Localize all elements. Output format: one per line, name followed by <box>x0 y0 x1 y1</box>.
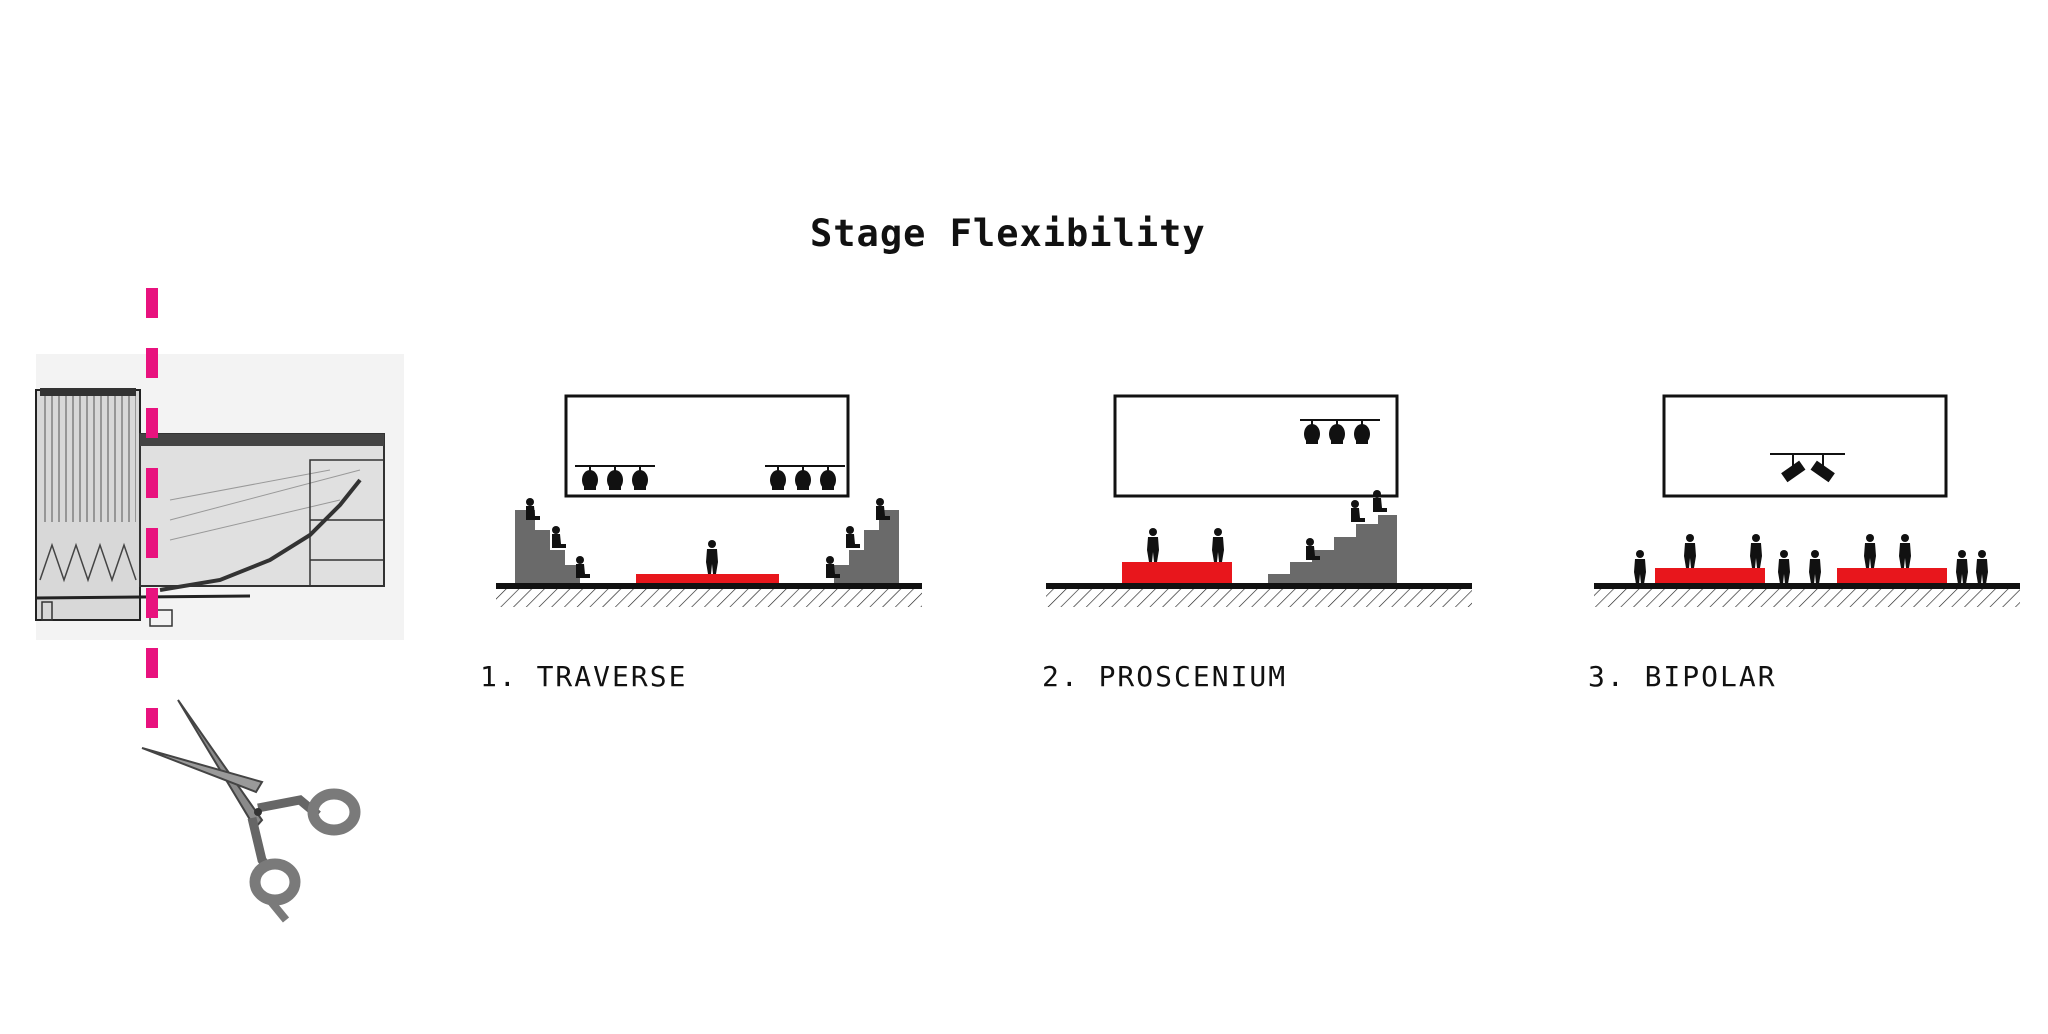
section-drawing <box>35 354 404 640</box>
label-proscenium: 2. PROSCENIUM <box>1042 660 1288 693</box>
person-silhouette <box>1147 528 1159 562</box>
person-silhouette <box>1778 550 1790 584</box>
person-silhouette <box>1864 534 1876 568</box>
person-silhouette <box>1750 534 1762 568</box>
spotlight-icon <box>1303 419 1321 445</box>
spotlight-icon <box>1353 419 1371 445</box>
stage-platform <box>1122 562 1232 584</box>
scissors-icon <box>141 699 361 923</box>
seating <box>1268 515 1397 583</box>
label-bipolar: 3. BIPOLAR <box>1588 660 1777 693</box>
person-silhouette <box>1212 528 1224 562</box>
spotlight-icon <box>794 465 812 491</box>
spotlight-icon <box>606 465 624 491</box>
stage-platform-right <box>1837 568 1947 584</box>
spotlight-icon <box>581 465 599 491</box>
person-silhouette <box>1956 550 1968 584</box>
person-silhouette <box>1684 534 1696 568</box>
spotlight-icon <box>769 465 787 491</box>
person-silhouette <box>1899 534 1911 568</box>
seating-left <box>515 510 580 583</box>
seating-right <box>834 510 899 583</box>
spotlight-icon <box>1810 460 1835 483</box>
spotlight-icon <box>1328 419 1346 445</box>
spotlight-icon <box>631 465 649 491</box>
bipolar-diagram <box>1594 394 2020 607</box>
label-traverse: 1. TRAVERSE <box>480 660 688 693</box>
stage-platform <box>636 574 779 584</box>
proscenium-diagram <box>1046 394 1472 607</box>
person-silhouette <box>1976 550 1988 584</box>
person-silhouette <box>706 540 718 574</box>
page-title: Stage Flexibility <box>810 212 1206 255</box>
traverse-diagram <box>496 394 922 607</box>
person-silhouette <box>1634 550 1646 584</box>
spotlight-icon <box>1781 460 1806 483</box>
spotlight-icon <box>819 465 837 491</box>
stage-platform-left <box>1655 568 1765 584</box>
person-silhouette <box>1809 550 1821 584</box>
